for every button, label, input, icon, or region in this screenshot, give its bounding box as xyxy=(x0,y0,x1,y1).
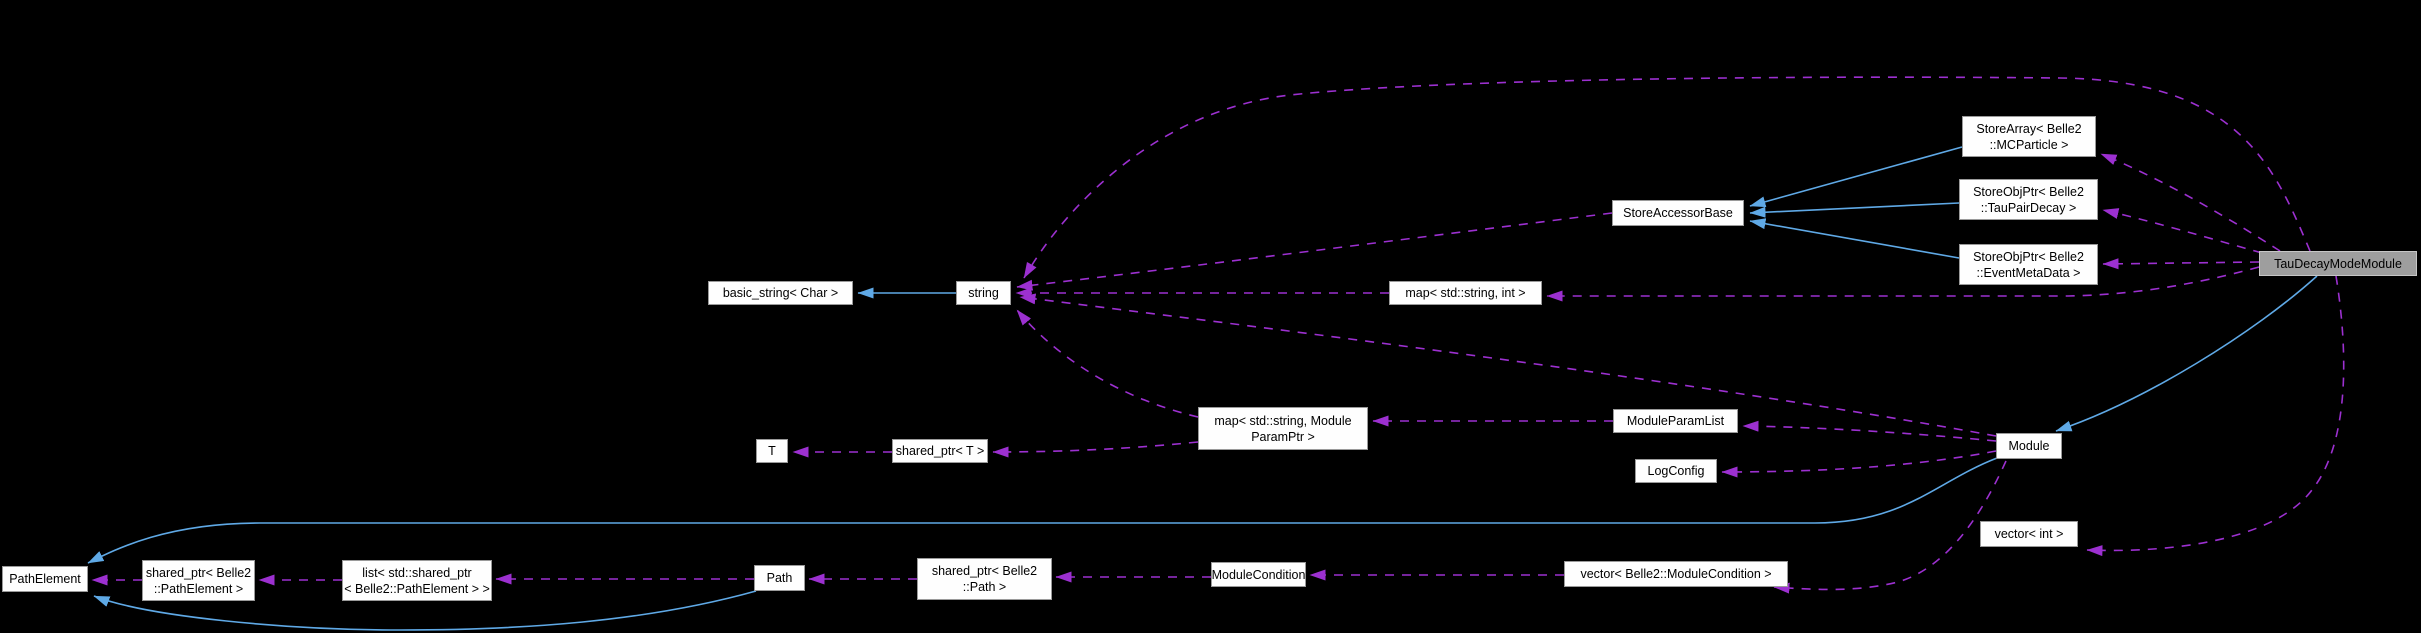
node-label: Path xyxy=(766,571,793,585)
node-label: LogConfig xyxy=(1647,464,1705,478)
edge-store-objptr-taupairdecay-to-store-accessor-base xyxy=(1749,202,1960,218)
edge-tau-decay-mode-module-to-string xyxy=(1023,76,2311,279)
node-list-shared-ptr-pathelement[interactable]: list< std::shared_ptr < Belle2::PathElem… xyxy=(342,560,492,601)
node-path-element[interactable]: PathElement xyxy=(2,566,88,592)
node-label: basic_string< Char > xyxy=(722,286,839,300)
node-store-accessor-base[interactable]: StoreAccessorBase xyxy=(1612,200,1744,226)
node-label: shared_ptr< Belle2 xyxy=(931,564,1038,578)
edge-module-to-log-config xyxy=(1721,450,1997,478)
node-shared-ptr-pathelement[interactable]: shared_ptr< Belle2 ::PathElement > xyxy=(142,560,255,601)
node-label: StoreObjPtr< Belle2 xyxy=(1973,249,2084,264)
edge-tau-decay-mode-module-to-store-objptr-eventmetadata xyxy=(2102,258,2260,270)
edge-tau-decay-mode-module-to-store-array-mcparticle xyxy=(2100,153,2281,252)
node-label: ::MCParticle > xyxy=(1989,137,2069,152)
node-label: vector< int > xyxy=(1994,527,2064,541)
node-map-string-moduleparamptr[interactable]: map< std::string, Module ParamPtr > xyxy=(1198,407,1368,450)
node-store-array-mcparticle[interactable]: StoreArray< Belle2 ::MCParticle > xyxy=(1962,116,2096,157)
node-label: T xyxy=(768,444,776,458)
node-label: ::PathElement > xyxy=(153,581,244,596)
node-label: map< std::string, Module xyxy=(1214,413,1352,428)
node-store-objptr-eventmetadata[interactable]: StoreObjPtr< Belle2 ::EventMetaData > xyxy=(1959,244,2098,285)
edge-tau-decay-mode-module-to-module xyxy=(2055,275,2318,432)
node-label: ModuleParamList xyxy=(1626,414,1725,428)
node-label: vector< Belle2::ModuleCondition > xyxy=(1580,567,1772,581)
node-label: TauDecayModeModule xyxy=(2274,256,2402,271)
node-label: StoreObjPtr< Belle2 xyxy=(1973,184,2084,199)
edge-tau-decay-mode-module-to-vector-int xyxy=(2086,275,2345,557)
edge-map-string-moduleparamptr-to-string xyxy=(1016,309,1199,418)
node-map-string-int[interactable]: map< std::string, int > xyxy=(1389,281,1542,305)
node-label: string xyxy=(968,286,999,300)
node-label: shared_ptr< Belle2 xyxy=(145,565,252,580)
edge-store-array-mcparticle-to-store-accessor-base xyxy=(1749,146,1963,208)
node-shared-ptr-t[interactable]: shared_ptr< T > xyxy=(892,439,988,463)
node-label: ModuleCondition xyxy=(1211,567,1306,582)
node-tau-decay-mode-module[interactable]: TauDecayModeModule xyxy=(2259,251,2417,276)
node-basic-string[interactable]: basic_string< Char > xyxy=(708,281,853,305)
node-label: ::EventMetaData > xyxy=(1976,265,2081,280)
edge-map-string-moduleparamptr-to-shared-ptr-t xyxy=(992,441,1199,458)
node-t[interactable]: T xyxy=(756,439,788,463)
edge-tau-decay-mode-module-to-map-string-int xyxy=(1546,266,2260,302)
node-path[interactable]: Path xyxy=(754,565,805,591)
node-label: StoreAccessorBase xyxy=(1623,206,1733,220)
node-label: ParamPtr > xyxy=(1251,429,1315,444)
node-log-config[interactable]: LogConfig xyxy=(1635,459,1717,483)
node-store-objptr-taupairdecay[interactable]: StoreObjPtr< Belle2 ::TauPairDecay > xyxy=(1959,179,2098,220)
node-label: PathElement xyxy=(9,572,81,586)
edge-module-to-module-param-list xyxy=(1742,420,1997,442)
edge-module-to-string xyxy=(1019,293,1997,437)
node-vector-module-condition[interactable]: vector< Belle2::ModuleCondition > xyxy=(1564,561,1788,587)
node-module-condition[interactable]: ModuleCondition xyxy=(1211,562,1306,587)
node-string[interactable]: string xyxy=(956,281,1011,305)
edge-store-objptr-eventmetadata-to-store-accessor-base xyxy=(1749,218,1960,259)
node-shared-ptr-path[interactable]: shared_ptr< Belle2 ::Path > xyxy=(917,558,1052,600)
node-module[interactable]: Module xyxy=(1996,433,2062,459)
node-label: Module xyxy=(2008,439,2050,453)
node-label: list< std::shared_ptr xyxy=(362,565,472,580)
node-label: StoreArray< Belle2 xyxy=(1976,121,2082,136)
node-label: shared_ptr< T > xyxy=(895,444,985,458)
edge-module-to-path-element xyxy=(87,457,1998,564)
node-vector-int[interactable]: vector< int > xyxy=(1980,521,2078,547)
edge-store-accessor-base-to-string xyxy=(1016,212,1613,291)
edge-tau-decay-mode-module-to-store-objptr-taupairdecay xyxy=(2102,208,2263,254)
node-label: < Belle2::PathElement > > xyxy=(344,581,490,596)
node-module-param-list[interactable]: ModuleParamList xyxy=(1613,409,1738,433)
edge-module-to-vector-module-condition xyxy=(1773,460,2007,594)
edge-path-to-path-element xyxy=(93,590,757,631)
node-label: ::Path > xyxy=(962,580,1007,594)
node-label: ::TauPairDecay > xyxy=(1980,200,2077,215)
node-label: map< std::string, int > xyxy=(1405,286,1526,300)
